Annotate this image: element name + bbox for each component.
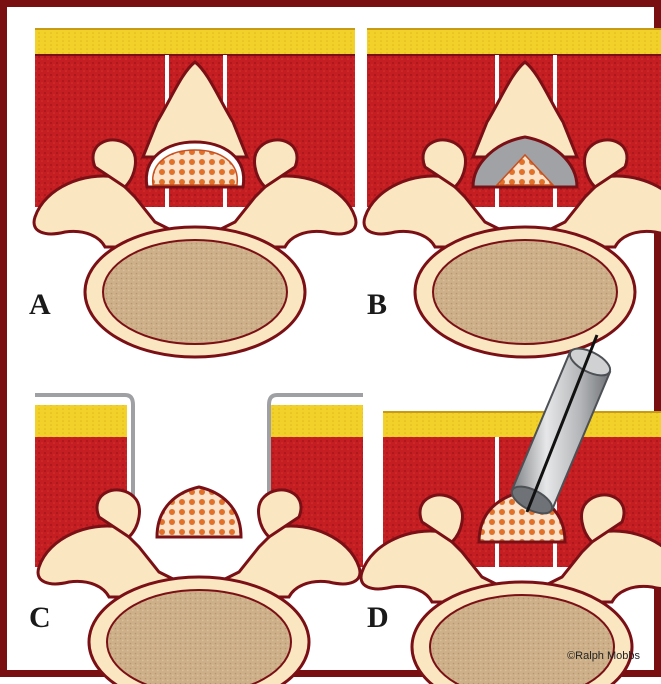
- copyright-notice: ©Ralph Mobbs: [567, 650, 640, 662]
- spine-diagram: [7, 7, 661, 684]
- panel-b-illustration: [364, 29, 661, 357]
- panel-label-d: D: [367, 603, 389, 633]
- panel-label-b: B: [367, 290, 387, 320]
- panel-a-illustration: [34, 29, 356, 357]
- panel-label-a: A: [29, 290, 51, 320]
- panel-c-illustration: [35, 395, 363, 684]
- panel-label-c: C: [29, 603, 51, 633]
- panel-d-illustration: [361, 335, 661, 684]
